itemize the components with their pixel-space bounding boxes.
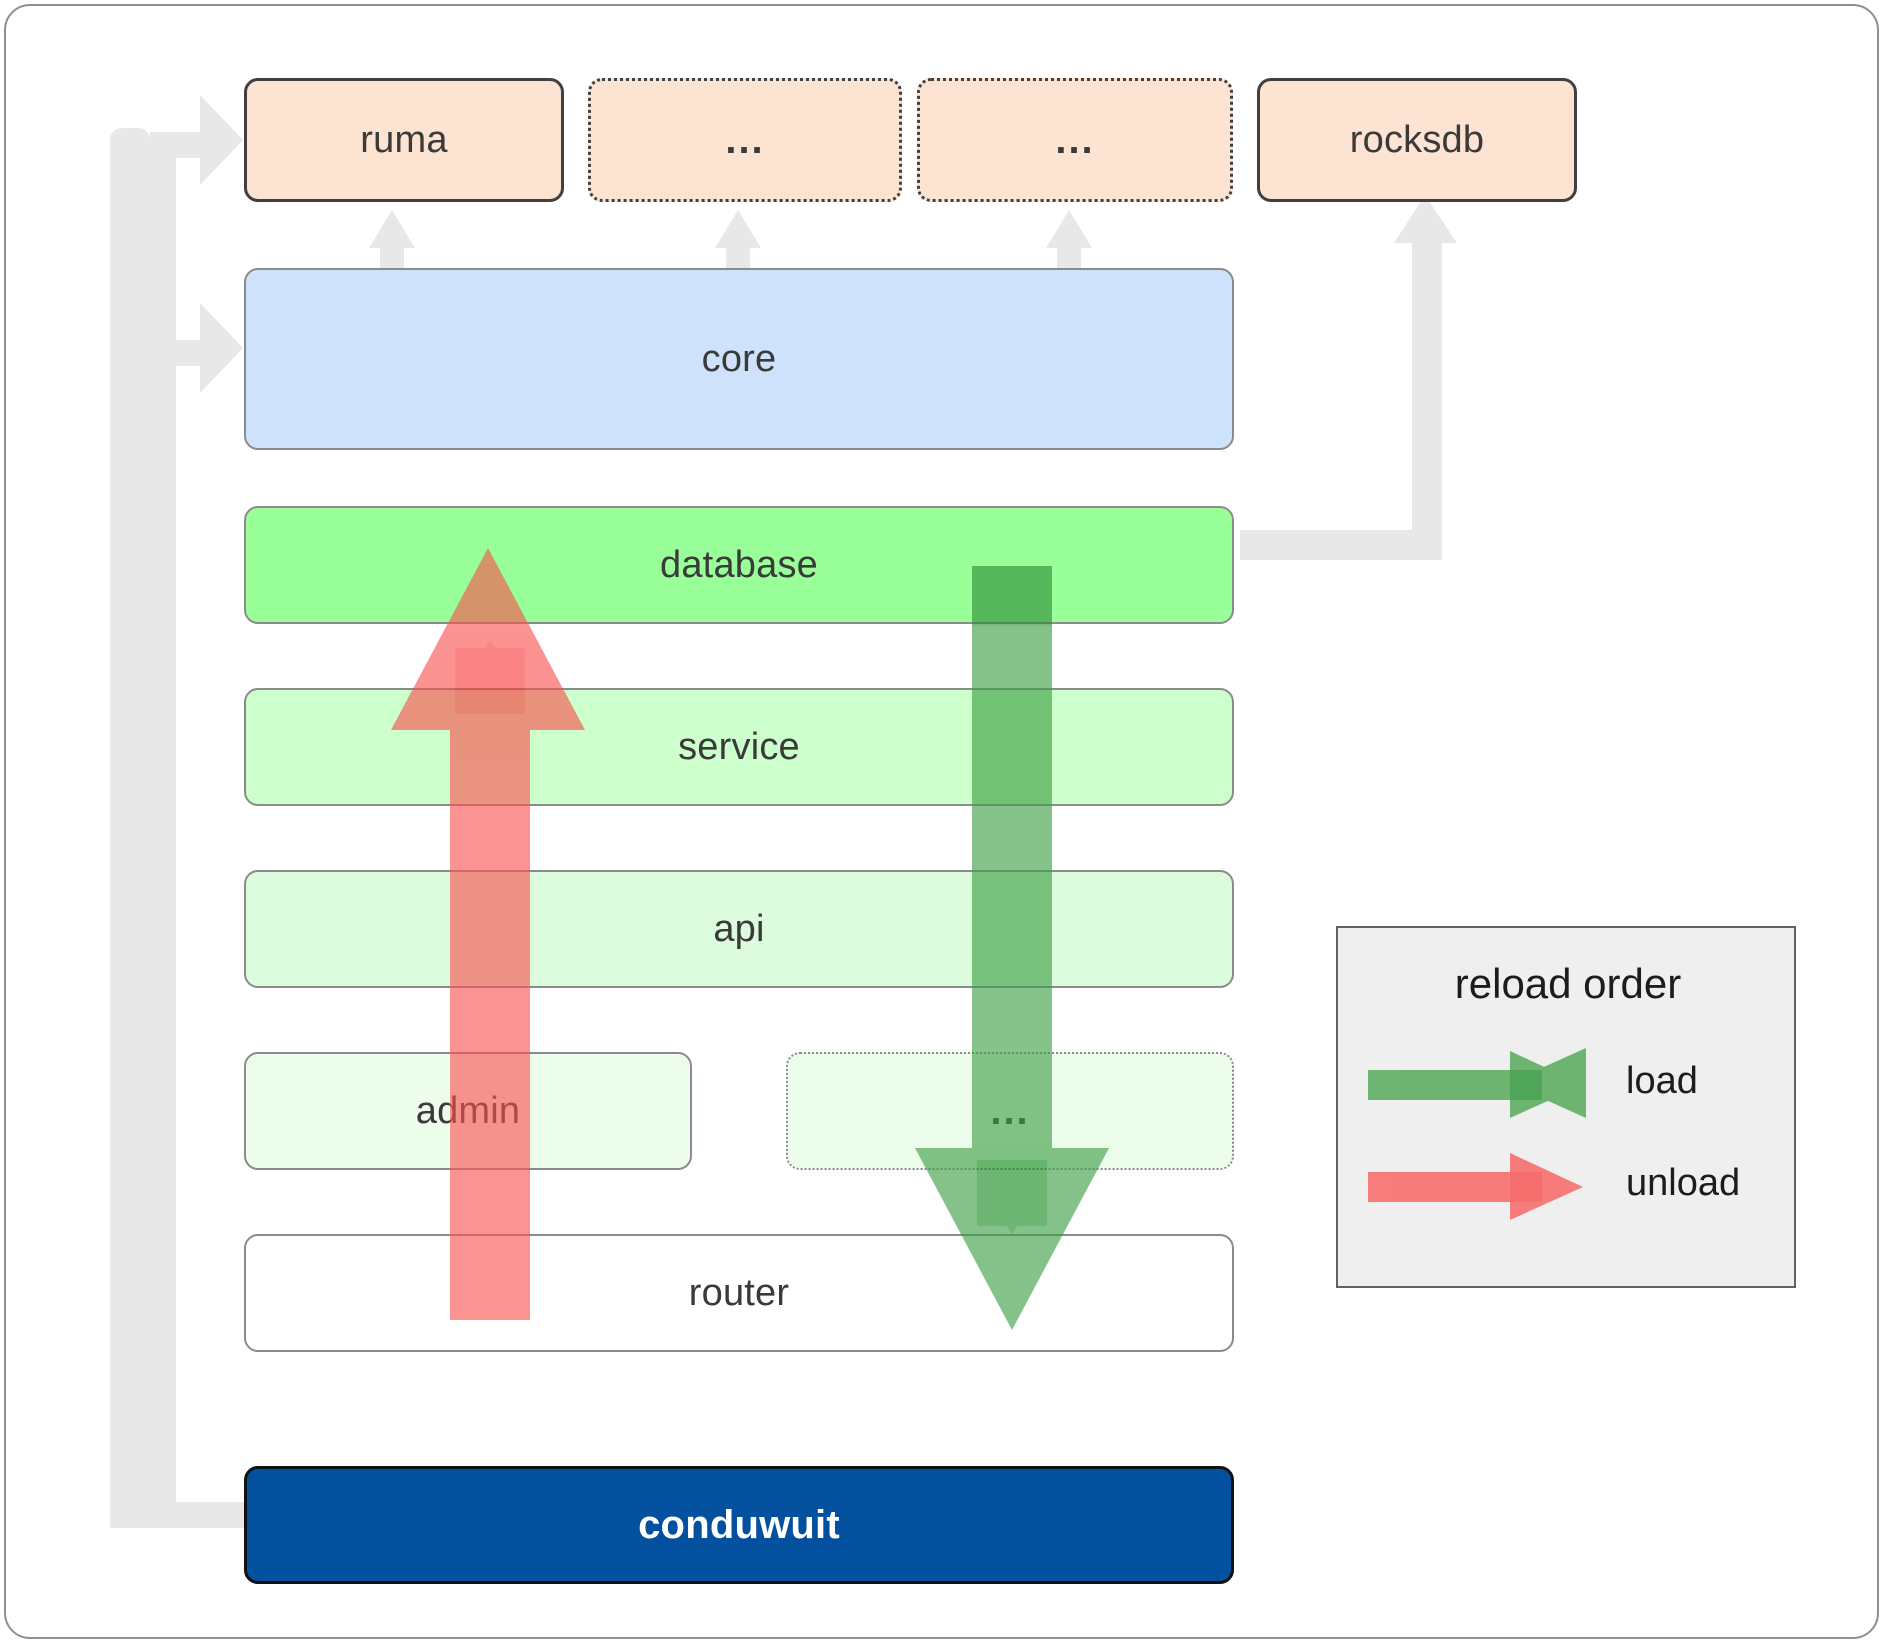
node-core[interactable]: core: [244, 268, 1234, 450]
node-conduwuit[interactable]: conduwuit: [244, 1466, 1234, 1584]
legend-label-load: load: [1626, 1060, 1698, 1102]
node-layer-placeholder-label: ...: [990, 1089, 1030, 1133]
node-rocksdb-label: rocksdb: [1349, 118, 1485, 161]
node-dependency-placeholder-2[interactable]: ...: [917, 78, 1233, 202]
node-database-label: database: [660, 543, 818, 586]
node-admin[interactable]: admin: [244, 1052, 692, 1170]
node-layer-placeholder[interactable]: ...: [786, 1052, 1234, 1170]
node-router[interactable]: router: [244, 1234, 1234, 1352]
node-dependency-placeholder-1-label: ...: [725, 118, 765, 162]
node-ruma[interactable]: ruma: [244, 78, 564, 202]
node-dependency-placeholder-1[interactable]: ...: [588, 78, 902, 202]
node-ruma-label: ruma: [360, 118, 448, 161]
node-api-label: api: [713, 907, 765, 950]
node-core-label: core: [701, 337, 777, 380]
node-admin-label: admin: [415, 1089, 521, 1132]
legend-arrow-swatches: [1368, 1048, 1586, 1220]
node-dependency-placeholder-2-label: ...: [1055, 118, 1095, 162]
node-service[interactable]: service: [244, 688, 1234, 806]
legend-panel: reload order load unload: [1336, 926, 1796, 1288]
node-rocksdb[interactable]: rocksdb: [1257, 78, 1577, 202]
legend-title: reload order: [1454, 960, 1682, 1007]
node-service-label: service: [678, 725, 800, 768]
node-conduwuit-label: conduwuit: [638, 1502, 840, 1547]
legend-unload-swatch: [1368, 1153, 1583, 1220]
node-router-label: router: [688, 1271, 790, 1314]
node-api[interactable]: api: [244, 870, 1234, 988]
node-database[interactable]: database: [244, 506, 1234, 624]
legend-label-unload: unload: [1626, 1162, 1741, 1204]
legend-load-swatch: [1368, 1048, 1586, 1118]
diagram-frame: [4, 4, 1879, 1639]
